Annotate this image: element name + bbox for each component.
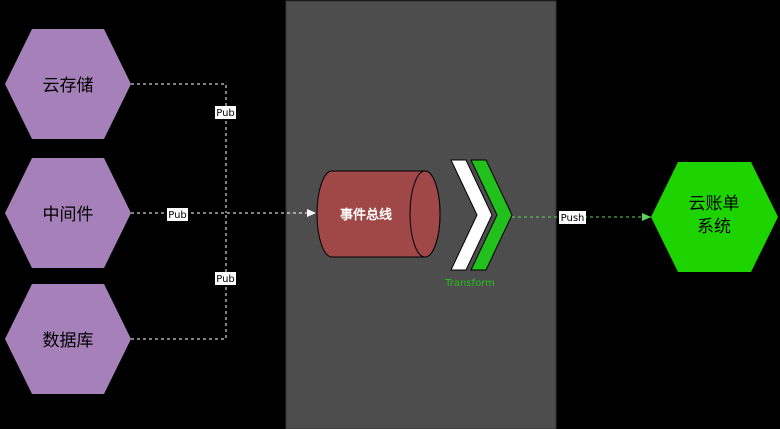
source-label-cloud-storage: 云存储: [43, 76, 94, 96]
pub-label-3: Pub: [215, 272, 236, 285]
source-label-middleware: 中间件: [43, 205, 94, 225]
pub-label-2: Pub: [167, 208, 188, 221]
chevron-white-shape: [450, 159, 493, 271]
cylinder-end: [409, 170, 441, 258]
push-label-text: Push: [561, 213, 585, 224]
transform-label: Transform: [444, 278, 495, 289]
event-bus-cylinder: 事件总线: [316, 170, 441, 258]
hexagon-shape: [5, 29, 131, 139]
connector-line-3: [131, 213, 227, 340]
chevron-green-shape: [470, 159, 513, 271]
pub-label-2-text: Pub: [168, 210, 187, 221]
target-cloud-billing: 云账单 系统: [651, 162, 778, 272]
event-bus-label: 事件总线: [340, 207, 392, 223]
hexagon-shape: [651, 162, 778, 272]
pub-label-3-text: Pub: [216, 274, 235, 285]
target-label-line1: 云账单: [689, 194, 740, 214]
source-database: 数据库: [5, 284, 131, 394]
transform-chevron-icon: [450, 159, 513, 271]
hexagon-shape: [5, 158, 131, 268]
source-label-database: 数据库: [43, 331, 94, 351]
connector-line-1: [131, 83, 227, 213]
source-cloud-storage: 云存储: [5, 29, 131, 139]
hexagon-shape: [5, 284, 131, 394]
source-middleware: 中间件: [5, 158, 131, 268]
target-label-line2: 系统: [697, 217, 731, 237]
pub-label-1-text: Pub: [216, 108, 235, 119]
pub-label-1: Pub: [215, 106, 236, 119]
push-label: Push: [559, 211, 586, 224]
source-connectors: [131, 83, 316, 340]
